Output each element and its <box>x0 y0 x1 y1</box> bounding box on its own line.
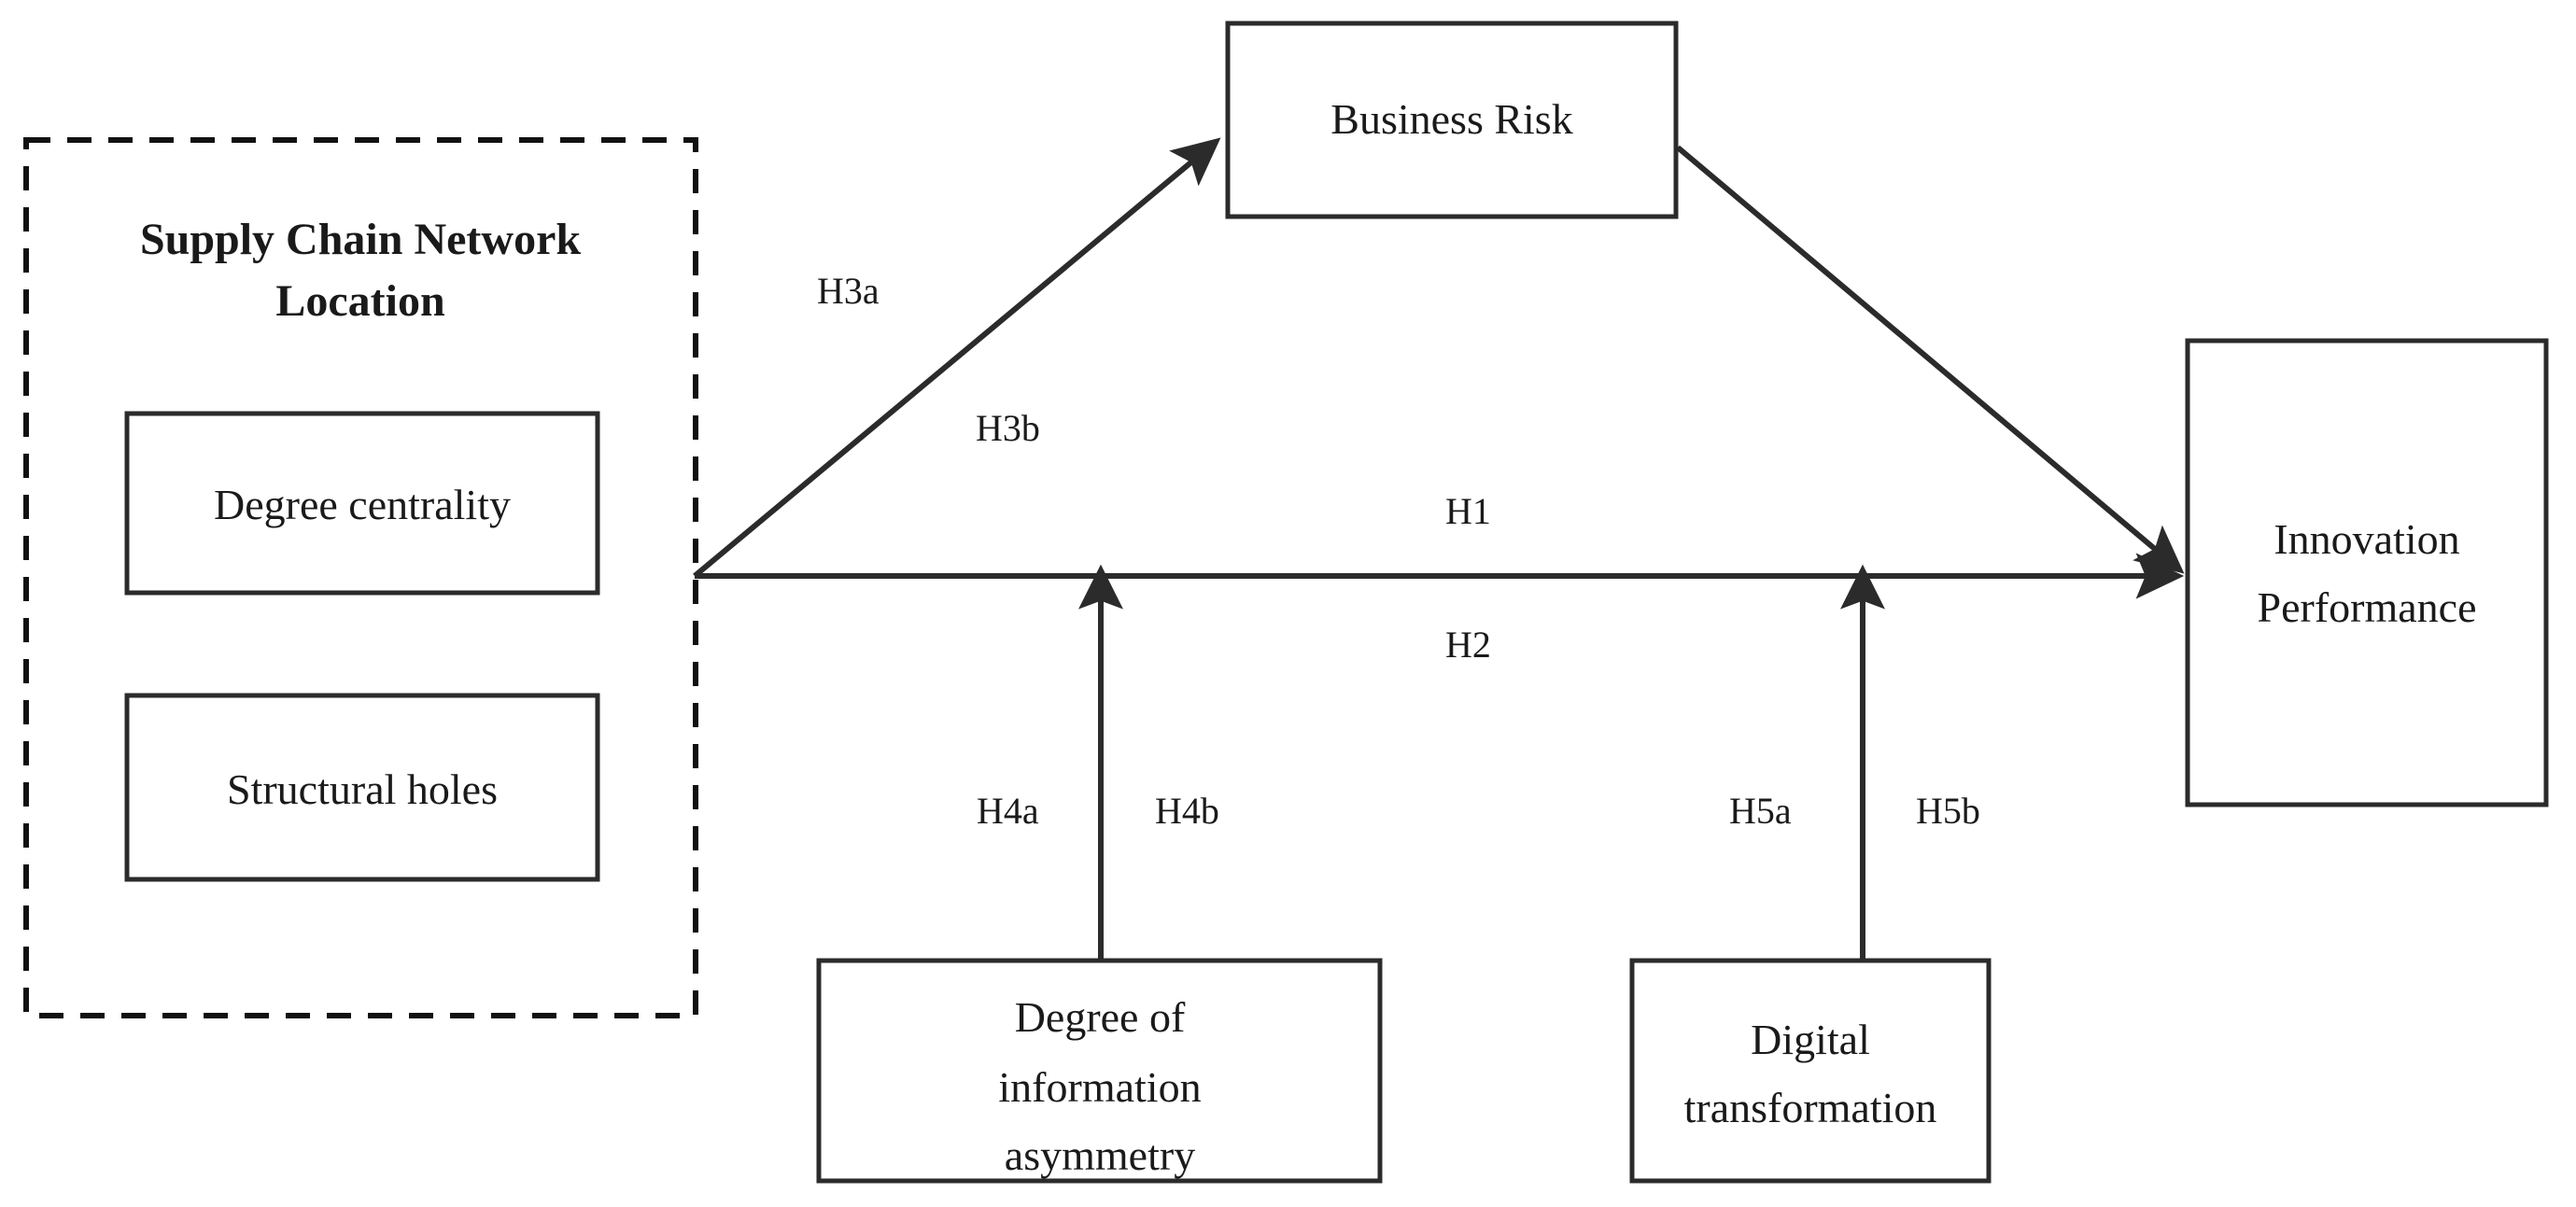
node-degree-centrality-label: Degree centrality <box>214 481 511 528</box>
hypothesis-label-h1: H1 <box>1445 490 1491 532</box>
node-degree-centrality[interactable] <box>124 411 600 596</box>
node-information-asymmetry[interactable] <box>816 958 1383 1184</box>
hypothesis-label-h3b: H3b <box>976 407 1040 449</box>
hypothesis-label-h3a: H3a <box>817 270 880 312</box>
node-information-asymmetry-line2: information <box>998 1063 1201 1111</box>
node-innovation-performance-line2: Performance <box>2258 583 2477 631</box>
node-digital-transformation-line2: transformation <box>1684 1084 1937 1131</box>
node-business-risk-label: Business Risk <box>1330 95 1572 143</box>
edge-location-to-business-risk <box>693 137 1221 579</box>
hypothesis-label-h5b: H5b <box>1916 790 1980 832</box>
hypothesis-label-h4b: H4b <box>1155 790 1219 832</box>
node-information-asymmetry-line3: asymmetry <box>1005 1131 1195 1179</box>
node-structural-holes[interactable] <box>124 693 600 882</box>
group-title-line1: Supply Chain Network <box>140 215 581 264</box>
node-digital-transformation[interactable] <box>1629 958 1992 1184</box>
node-structural-holes-label: Structural holes <box>227 765 498 813</box>
hypothesis-label-h2: H2 <box>1445 624 1491 666</box>
node-innovation-performance-line1: Innovation <box>2273 515 2459 563</box>
hypothesis-label-h5a: H5a <box>1729 790 1792 832</box>
node-digital-transformation-line1: Digital <box>1751 1016 1870 1063</box>
node-information-asymmetry-line1: Degree of <box>1015 993 1186 1041</box>
edge-business-risk-to-innovation-performance <box>1676 145 2185 574</box>
group-title-line2: Location <box>275 276 444 326</box>
node-innovation-performance[interactable] <box>2185 338 2549 807</box>
supply-chain-network-location-group <box>23 137 698 1018</box>
node-business-risk[interactable] <box>1225 21 1679 219</box>
hypothesis-label-h4a: H4a <box>977 790 1039 832</box>
